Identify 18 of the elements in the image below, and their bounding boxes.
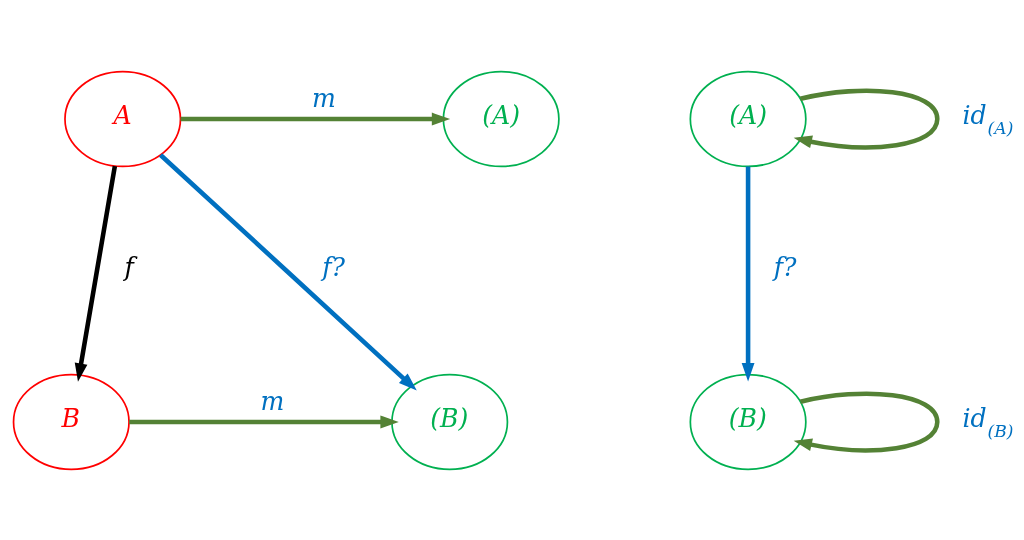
edge-label: f? [322, 252, 346, 282]
arrow [180, 112, 451, 125]
edge-label: id$_{(A)}$ [962, 100, 1014, 138]
edge-label: m [260, 386, 285, 416]
node-ellipse: A [64, 70, 182, 167]
edge-label: m [311, 83, 336, 113]
node-ellipse: B [12, 373, 130, 470]
node-ellipse: (A) [442, 70, 560, 167]
arrow [129, 415, 399, 428]
arrow [793, 390, 940, 453]
edge-label: f? [773, 252, 797, 282]
arrow [159, 152, 417, 391]
arrow [74, 165, 118, 382]
node-ellipse: (B) [689, 373, 807, 470]
node-ellipse: (A) [689, 70, 807, 167]
arrow [741, 166, 755, 381]
arrow [793, 87, 940, 150]
edge-label: id$_{(B)}$ [962, 403, 1014, 441]
